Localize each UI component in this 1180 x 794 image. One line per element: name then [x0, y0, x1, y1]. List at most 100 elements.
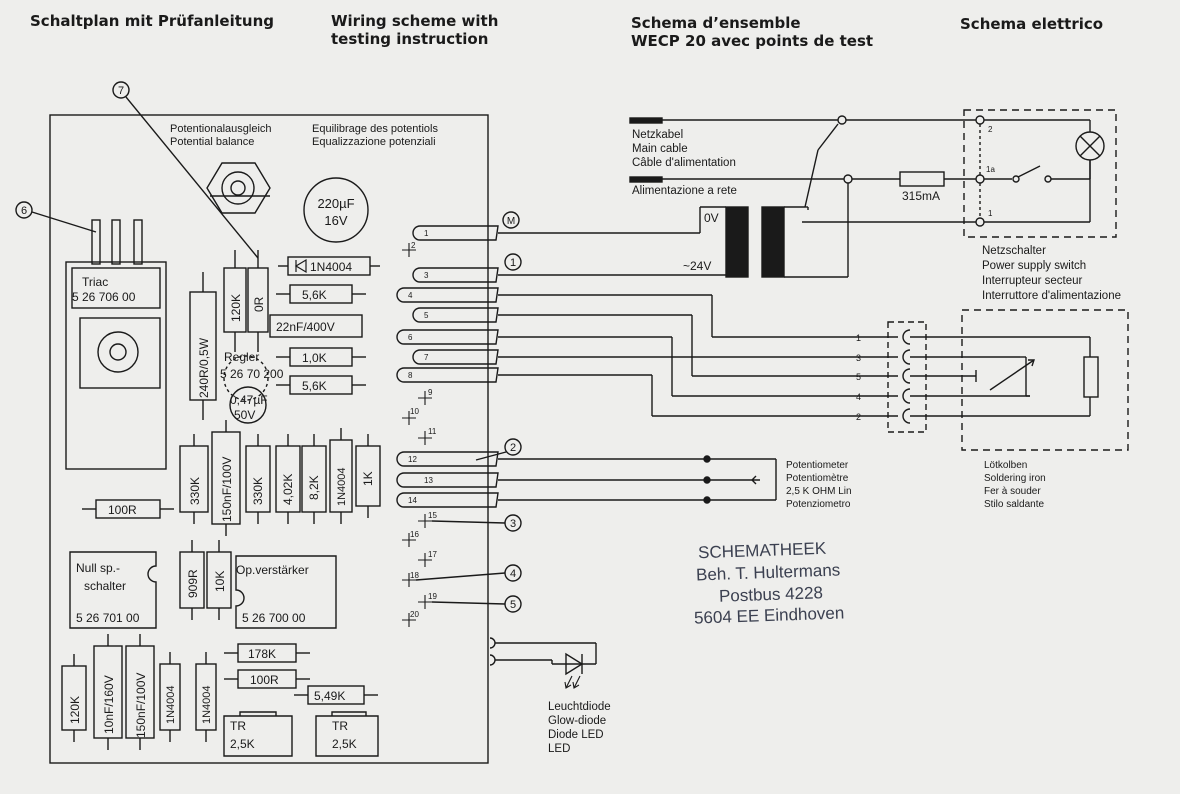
- switch-term-1a: 1a: [986, 165, 995, 174]
- resistor-100r-b-label: 100R: [250, 673, 279, 687]
- resistor-100r-a-label: 100R: [108, 503, 137, 517]
- power-switch-de: Netzschalter: [982, 245, 1046, 257]
- led-diode: [565, 652, 584, 676]
- iron-wire-1: 1: [856, 333, 861, 343]
- iron-wire-4: 4: [856, 392, 861, 402]
- tp-20-label: 20: [410, 610, 419, 619]
- pin-12-label: 12: [408, 455, 417, 464]
- tp-15-label: 15: [428, 511, 437, 520]
- mains-cable-it: Alimentazione a rete: [632, 185, 737, 197]
- resistor-5k6-a-label: 5,6K: [302, 288, 327, 302]
- triac-part-number: 5 26 706 00: [72, 290, 136, 304]
- diode-1-label: 1N4004: [310, 260, 352, 274]
- mains-cable-plug-2: [629, 176, 663, 183]
- diode-3-label: 1N4004: [165, 685, 177, 724]
- power-switch-box: [963, 109, 1117, 238]
- test-points: [402, 243, 432, 627]
- mains-cable-fr: Câble d'alimentation: [632, 157, 736, 169]
- board-pins: [396, 225, 499, 508]
- pin-4-label: 4: [408, 291, 413, 300]
- pin-1-label: 1: [424, 229, 429, 238]
- led-label-de: Leuchtdiode: [548, 701, 611, 713]
- pot-label-spec: 2,5 K OHM Lin: [786, 486, 852, 497]
- resistor-1k-label: 1K: [361, 471, 375, 486]
- pot-label-it: Potenziometro: [786, 499, 851, 510]
- capacitor-22nf: [269, 314, 363, 338]
- header-german: Schaltplan mit Prüfanleitung: [30, 12, 274, 30]
- resistor-120k-label: 120K: [229, 294, 243, 322]
- header-english-line1: Wiring scheme with: [331, 12, 499, 30]
- marker-m: [502, 211, 520, 229]
- marker-5-text: 5: [510, 599, 516, 611]
- resistor-5k49-label: 5,49K: [314, 689, 345, 703]
- led-label-it: LED: [548, 743, 571, 755]
- marker-4-text: 4: [510, 568, 516, 580]
- marker-2: [504, 438, 522, 456]
- pot-label-fr: Potentiomètre: [786, 473, 849, 484]
- triac-label: Triac: [82, 275, 108, 289]
- resistor-1k0-label: 1,0K: [302, 351, 327, 365]
- resistor-330k-a-label: 330K: [188, 477, 202, 505]
- iron-label-fr: Fer à souder: [984, 486, 1041, 497]
- header-french-line1: Schema d’ensemble: [631, 14, 801, 32]
- mains-cable-plug-1: [629, 117, 663, 124]
- soldering-iron-box: [961, 309, 1129, 451]
- tp-9-label: 9: [428, 388, 433, 397]
- op-amp: [235, 555, 337, 629]
- tp-11-label: 11: [428, 427, 437, 436]
- pcb-outline: [49, 114, 489, 764]
- resistor-402k-label: 4,02K: [281, 474, 295, 505]
- iron-label-it: Stilo saldante: [984, 499, 1045, 510]
- fuse: [899, 171, 945, 187]
- diode-2-label: 1N4004: [336, 467, 348, 506]
- pin-14-label: 14: [408, 496, 417, 505]
- power-switch-it: Interruttore d'alimentazione: [982, 290, 1121, 302]
- pot-label-de: Potentiometer: [786, 460, 849, 471]
- null-switch-label-2: schalter: [84, 579, 126, 593]
- iron-wire-3: 3: [856, 353, 861, 363]
- resistor-10k-b-label: 10K: [213, 571, 227, 592]
- iron-wire-2: 2: [856, 412, 861, 422]
- regler-label: Regler: [224, 350, 259, 364]
- secondary-24v: ~24V: [683, 259, 711, 273]
- header-english-line2: testing instruction: [331, 30, 489, 48]
- iron-label-de: Lötkolben: [984, 460, 1028, 471]
- tp-18-label: 18: [410, 571, 419, 580]
- led-label-en: Glow-diode: [548, 715, 607, 727]
- mains-cable-en: Main cable: [632, 143, 688, 155]
- heater-element: [1083, 356, 1099, 398]
- equipotential-it: Equalizzazione potenziali: [312, 136, 436, 148]
- capacitor-22nf-label: 22nF/400V: [276, 320, 335, 334]
- cap-047-value: 0,47µF: [230, 393, 268, 407]
- pin-6-label: 6: [408, 333, 413, 342]
- marker-1: [504, 253, 522, 271]
- resistor-178k-label: 178K: [248, 647, 276, 661]
- pot-wires: [498, 455, 777, 504]
- resistor-5k6-b-label: 5,6K: [302, 379, 327, 393]
- tp-17-label: 17: [428, 550, 437, 559]
- iron-wire-5: 5: [856, 372, 861, 382]
- trimmer-2-value: 2,5K: [332, 737, 357, 751]
- regler: [223, 355, 269, 401]
- equipotential-nut: [206, 162, 271, 214]
- marker-1-text: 1: [510, 257, 516, 269]
- cap-047-voltage: 50V: [234, 408, 255, 422]
- trimmer-1-label: TR: [230, 719, 246, 733]
- cap-220-value: 220µF: [317, 196, 354, 211]
- capacitor-220uf: [303, 177, 369, 243]
- tp-2-label: 2: [411, 241, 416, 250]
- pin-3-label: 3: [424, 271, 429, 280]
- equipotential-label-2: Potential balance: [170, 136, 254, 148]
- resistor-0r-label: 0R: [252, 296, 266, 312]
- iron-connector-sockets: [902, 329, 1090, 424]
- thermistor: [989, 359, 1035, 391]
- tp-16-label: 16: [410, 530, 419, 539]
- marker-6-text: 6: [21, 205, 27, 217]
- trimmer-2-label: TR: [332, 719, 348, 733]
- switch-term-2: 2: [988, 125, 993, 134]
- pin-5-label: 5: [424, 311, 429, 320]
- marker-6: [15, 201, 33, 219]
- mains-cable-de: Netzkabel: [632, 129, 684, 141]
- marker-7: [112, 81, 130, 99]
